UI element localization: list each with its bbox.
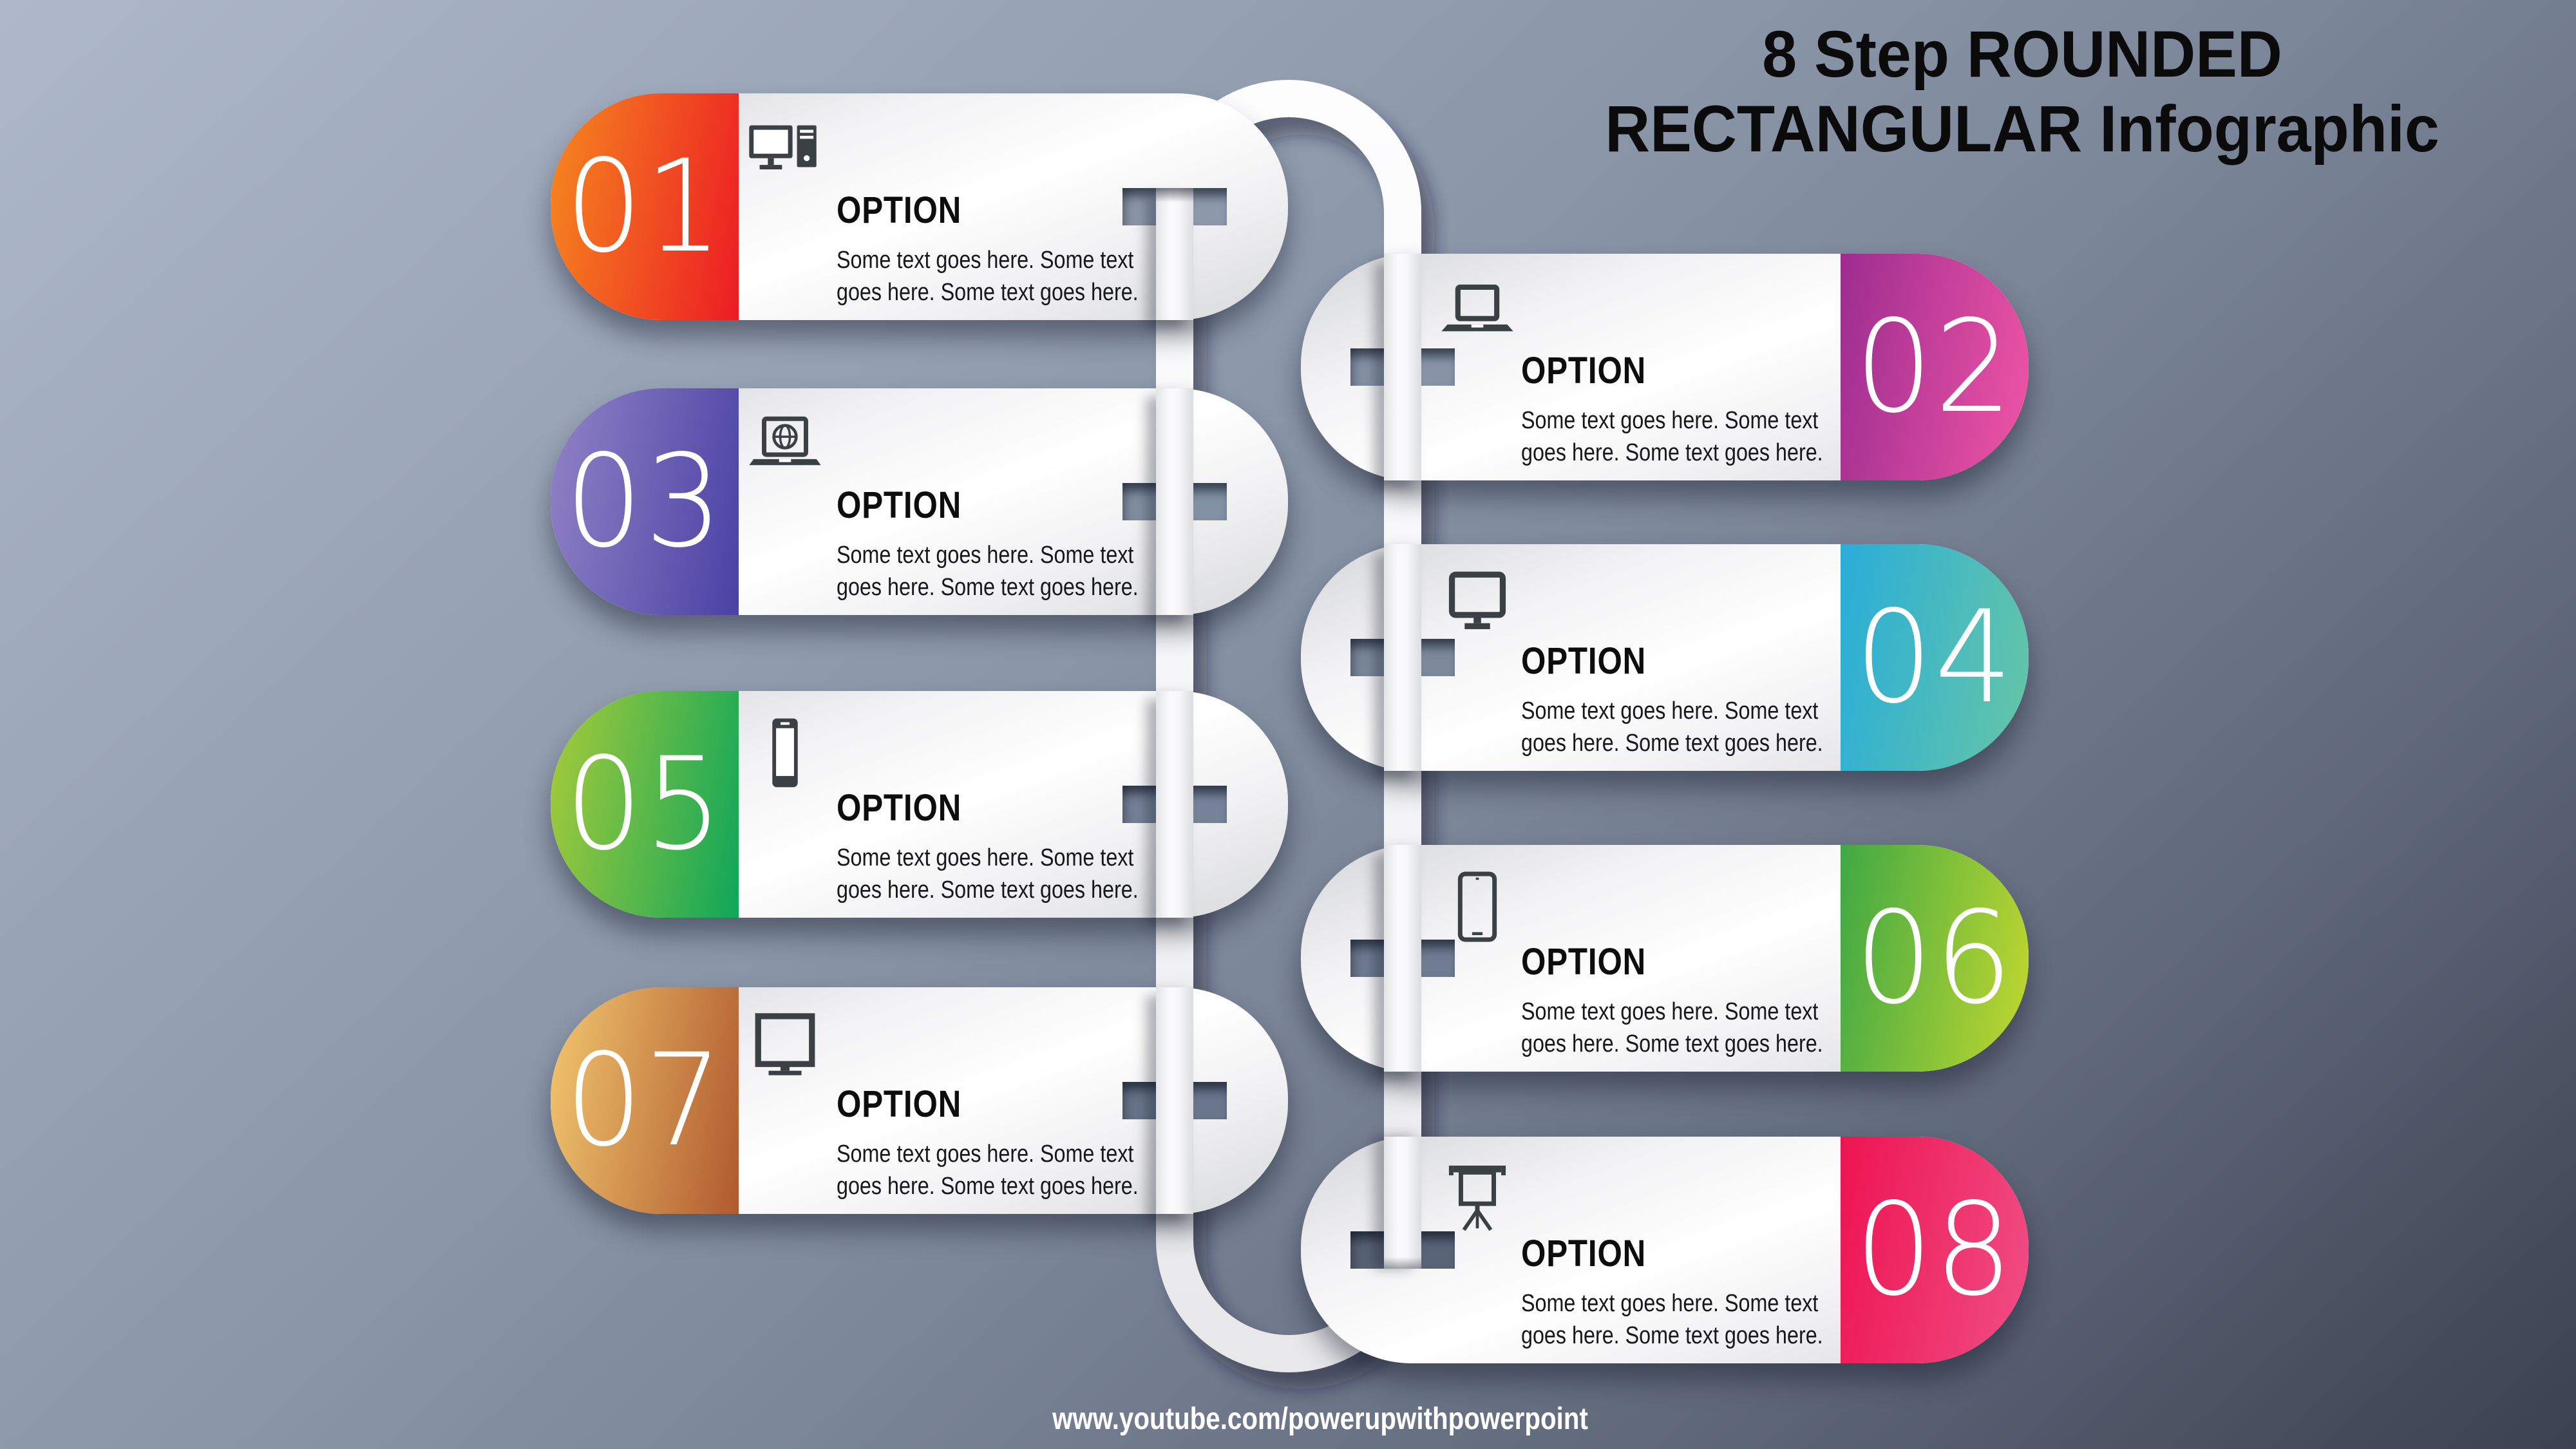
step-number: 05 bbox=[565, 730, 724, 878]
monitor-icon bbox=[1440, 569, 1515, 643]
step-card-08: 08 OPTION Some text goes here. Some text… bbox=[1301, 1137, 2029, 1363]
connector-strap-segment bbox=[1156, 388, 1193, 615]
tablet-icon bbox=[1440, 869, 1515, 944]
connector-strap-segment bbox=[1384, 845, 1421, 1072]
option-body-text: Some text goes here. Some text goes here… bbox=[1521, 697, 1823, 757]
step-card-02: 02 OPTION Some text goes here. Some text… bbox=[1301, 254, 2029, 480]
option-heading: OPTION bbox=[1521, 941, 1647, 983]
step-number-cap: 03 bbox=[551, 388, 739, 615]
option-heading: OPTION bbox=[1521, 350, 1647, 392]
laptop-icon bbox=[1440, 278, 1515, 353]
step-card-06: 06 OPTION Some text goes here. Some text… bbox=[1301, 845, 2029, 1072]
option-heading: OPTION bbox=[837, 484, 962, 526]
connector-strap-segment bbox=[1384, 254, 1421, 480]
smartphone-icon bbox=[748, 715, 822, 790]
connector-strap-segment bbox=[1156, 188, 1193, 320]
connector-strap-segment bbox=[1384, 544, 1421, 771]
option-body-text: Some text goes here. Some text goes here… bbox=[1521, 407, 1823, 466]
step-card-07: 07 OPTION Some text goes here. Some text… bbox=[551, 987, 1288, 1214]
step-card-01: 01 OPTION Some text goes here. Some text… bbox=[551, 93, 1288, 320]
step-number: 02 bbox=[1855, 292, 2014, 441]
step-number: 07 bbox=[565, 1026, 724, 1175]
desktop-computer-icon bbox=[748, 118, 822, 193]
step-number-cap: 08 bbox=[1841, 1137, 2029, 1363]
step-number-cap: 05 bbox=[551, 691, 739, 918]
option-heading: OPTION bbox=[837, 787, 962, 829]
option-body-text: Some text goes here. Some text goes here… bbox=[1521, 998, 1823, 1057]
step-number-cap: 04 bbox=[1841, 544, 2029, 771]
option-heading: OPTION bbox=[1521, 640, 1647, 682]
option-body-text: Some text goes here. Some text goes here… bbox=[1521, 1290, 1823, 1349]
channel-url: www.youtube.com/powerupwithpowerpoint bbox=[1052, 1402, 1588, 1436]
step-number: 03 bbox=[565, 427, 724, 576]
connector-strap-segment bbox=[1384, 1137, 1421, 1269]
slide-title: 8 Step ROUNDED RECTANGULAR Infographic bbox=[1594, 17, 2450, 167]
step-number-cap: 02 bbox=[1841, 254, 2029, 480]
step-number: 04 bbox=[1855, 583, 2014, 732]
option-body-text: Some text goes here. Some text goes here… bbox=[837, 844, 1139, 904]
step-number-cap: 06 bbox=[1841, 845, 2029, 1072]
option-body-text: Some text goes here. Some text goes here… bbox=[837, 247, 1139, 306]
slide-title-line1: 8 Step ROUNDED bbox=[1762, 17, 2282, 91]
option-heading: OPTION bbox=[837, 1083, 962, 1125]
step-number: 06 bbox=[1855, 884, 2014, 1032]
option-heading: OPTION bbox=[1521, 1233, 1647, 1274]
option-body-text: Some text goes here. Some text goes here… bbox=[837, 542, 1139, 601]
option-body-text: Some text goes here. Some text goes here… bbox=[837, 1141, 1139, 1200]
step-number: 01 bbox=[565, 132, 724, 281]
step-card-05: 05 OPTION Some text goes here. Some text… bbox=[551, 691, 1288, 918]
connector-strap-segment bbox=[1156, 691, 1193, 918]
step-number-cap: 01 bbox=[551, 93, 739, 320]
laptop-globe-icon bbox=[748, 413, 822, 488]
step-number-cap: 07 bbox=[551, 987, 739, 1214]
connector-strap-segment bbox=[1156, 987, 1193, 1214]
option-heading: OPTION bbox=[837, 189, 962, 231]
slide-title-line2: RECTANGULAR Infographic bbox=[1605, 92, 2439, 166]
crt-monitor-icon bbox=[748, 1012, 822, 1086]
step-card-03: 03 OPTION Some text goes here. Some text… bbox=[551, 388, 1288, 615]
step-card-04: 04 OPTION Some text goes here. Some text… bbox=[1301, 544, 2029, 771]
projection-screen-icon bbox=[1440, 1161, 1515, 1236]
step-number: 08 bbox=[1855, 1175, 2014, 1324]
